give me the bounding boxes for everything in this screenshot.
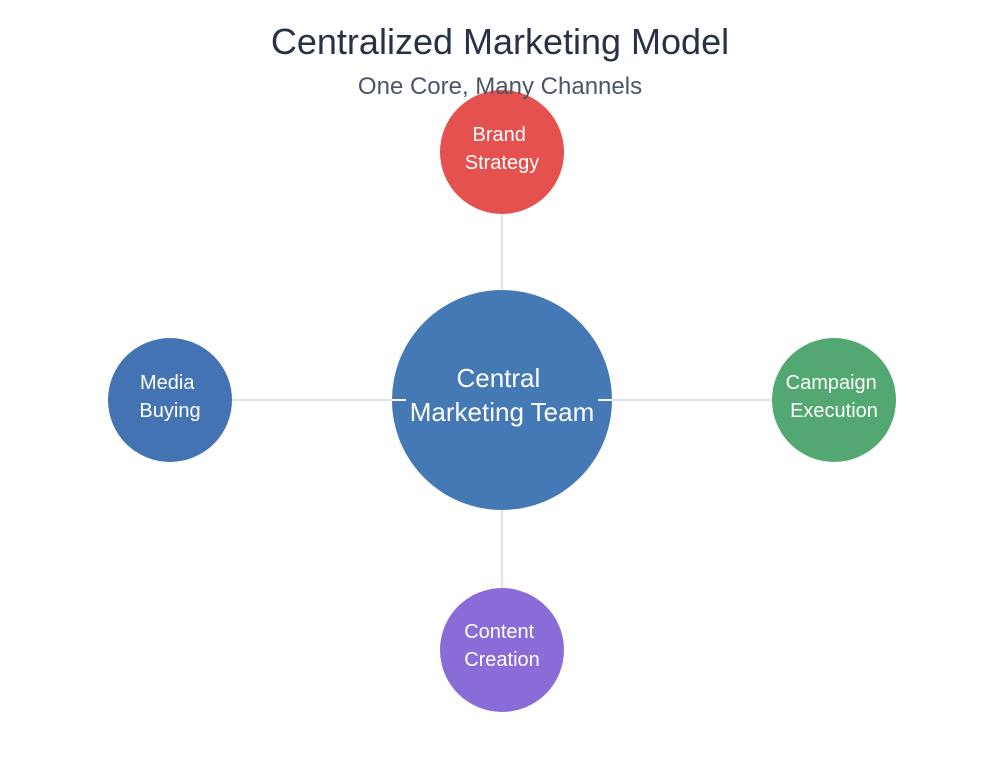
node-content-creation-label: Content Creation [464,621,540,671]
node-brand-strategy-circle [440,90,564,214]
central-node: Central Marketing Team [392,290,612,510]
page-title: Centralized Marketing Model [270,21,730,62]
node-content-creation: Content Creation [440,588,564,712]
node-content-creation-label-line-1: Content [464,621,534,643]
node-brand-strategy-label-line-2: Strategy [465,152,539,174]
central-node-label-line-1: Central [456,363,540,393]
node-brand-strategy-label-line-1: Brand [473,124,526,146]
node-campaign-execution: Campaign Execution [772,338,896,462]
node-content-creation-circle [440,588,564,712]
node-campaign-execution-label-line-1: Campaign [786,372,877,394]
node-campaign-execution-label: Campaign Execution [786,372,883,422]
central-node-label: Central Marketing Team [410,363,595,427]
node-brand-strategy: Brand Strategy [440,90,564,214]
node-media-buying-label-line-2: Buying [139,400,200,422]
central-node-label-line-2: Marketing Team [410,397,595,427]
node-media-buying-circle [108,338,232,462]
node-media-buying-label: Media Buying [139,372,200,422]
node-campaign-execution-circle [772,338,896,462]
central-node-circle [392,290,612,510]
connectors [232,213,772,588]
node-content-creation-label-line-2: Creation [464,649,540,671]
node-media-buying-label-line-1: Media [140,372,195,394]
page-subtitle: One Core, Many Channels [357,73,643,100]
node-campaign-execution-label-line-2: Execution [790,400,878,422]
node-media-buying: Media Buying [108,338,232,462]
node-brand-strategy-label: Brand Strategy [465,124,539,174]
